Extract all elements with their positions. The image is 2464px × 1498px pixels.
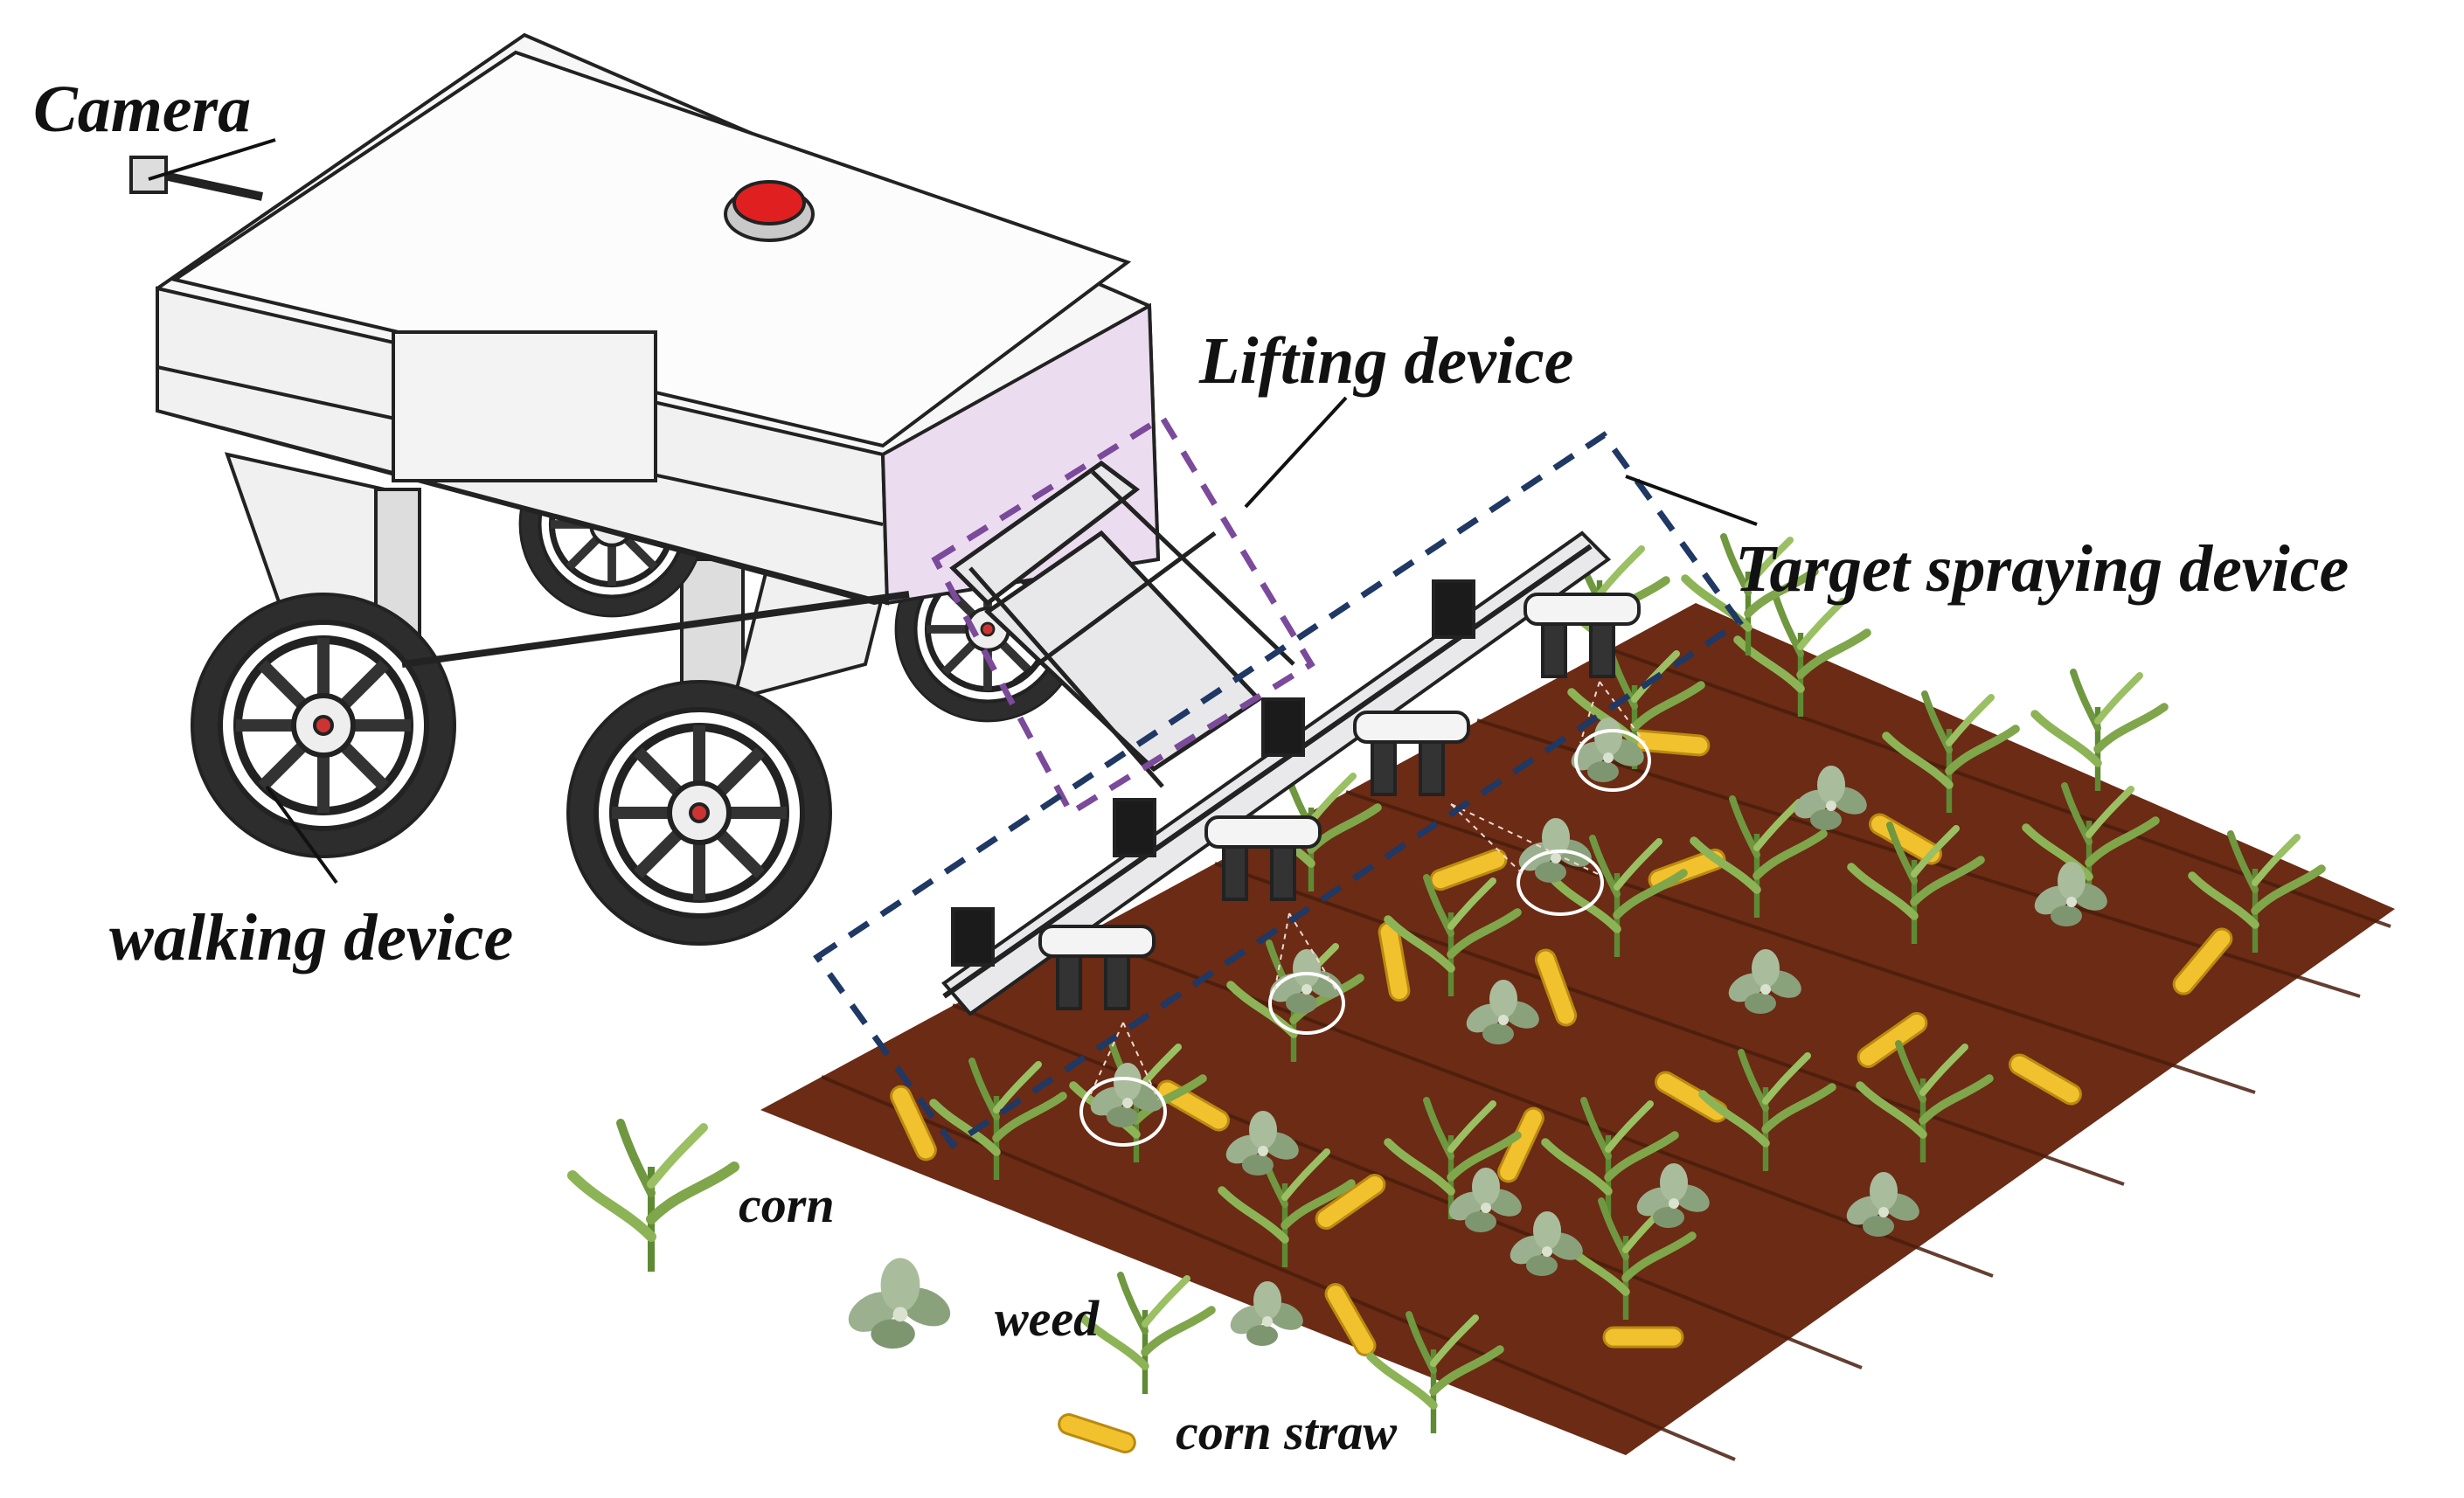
legend-corn-label: corn: [739, 1176, 835, 1233]
legend-weed-label: weed: [995, 1290, 1100, 1347]
legend-weed-icon: [841, 1258, 957, 1349]
lifting-device-box: [931, 413, 1315, 817]
target-spraying-box: [813, 431, 1744, 1149]
legend-corn-icon: [573, 1123, 734, 1272]
label-walking-device: walking device: [109, 901, 514, 974]
leader-lines: [148, 138, 1758, 884]
label-lifting-device: Lifting device: [1199, 324, 1574, 398]
front-wheel-left: [192, 594, 455, 856]
field-soil: [760, 603, 2395, 1455]
lifting-linkage: [949, 460, 1295, 788]
label-target-spraying-device: Target spraying device: [1735, 532, 2349, 606]
spray-target-rings: [1079, 729, 1651, 1147]
spray-boom: [941, 531, 1641, 1016]
label-camera: Camera: [33, 73, 252, 146]
front-wheel-right: [568, 682, 830, 944]
robot-vehicle: [129, 32, 1161, 944]
legend-straw-icon: [1055, 1411, 1139, 1456]
legend-straw-label: corn straw: [1176, 1404, 1398, 1460]
spray-cones: [1087, 681, 1646, 1100]
